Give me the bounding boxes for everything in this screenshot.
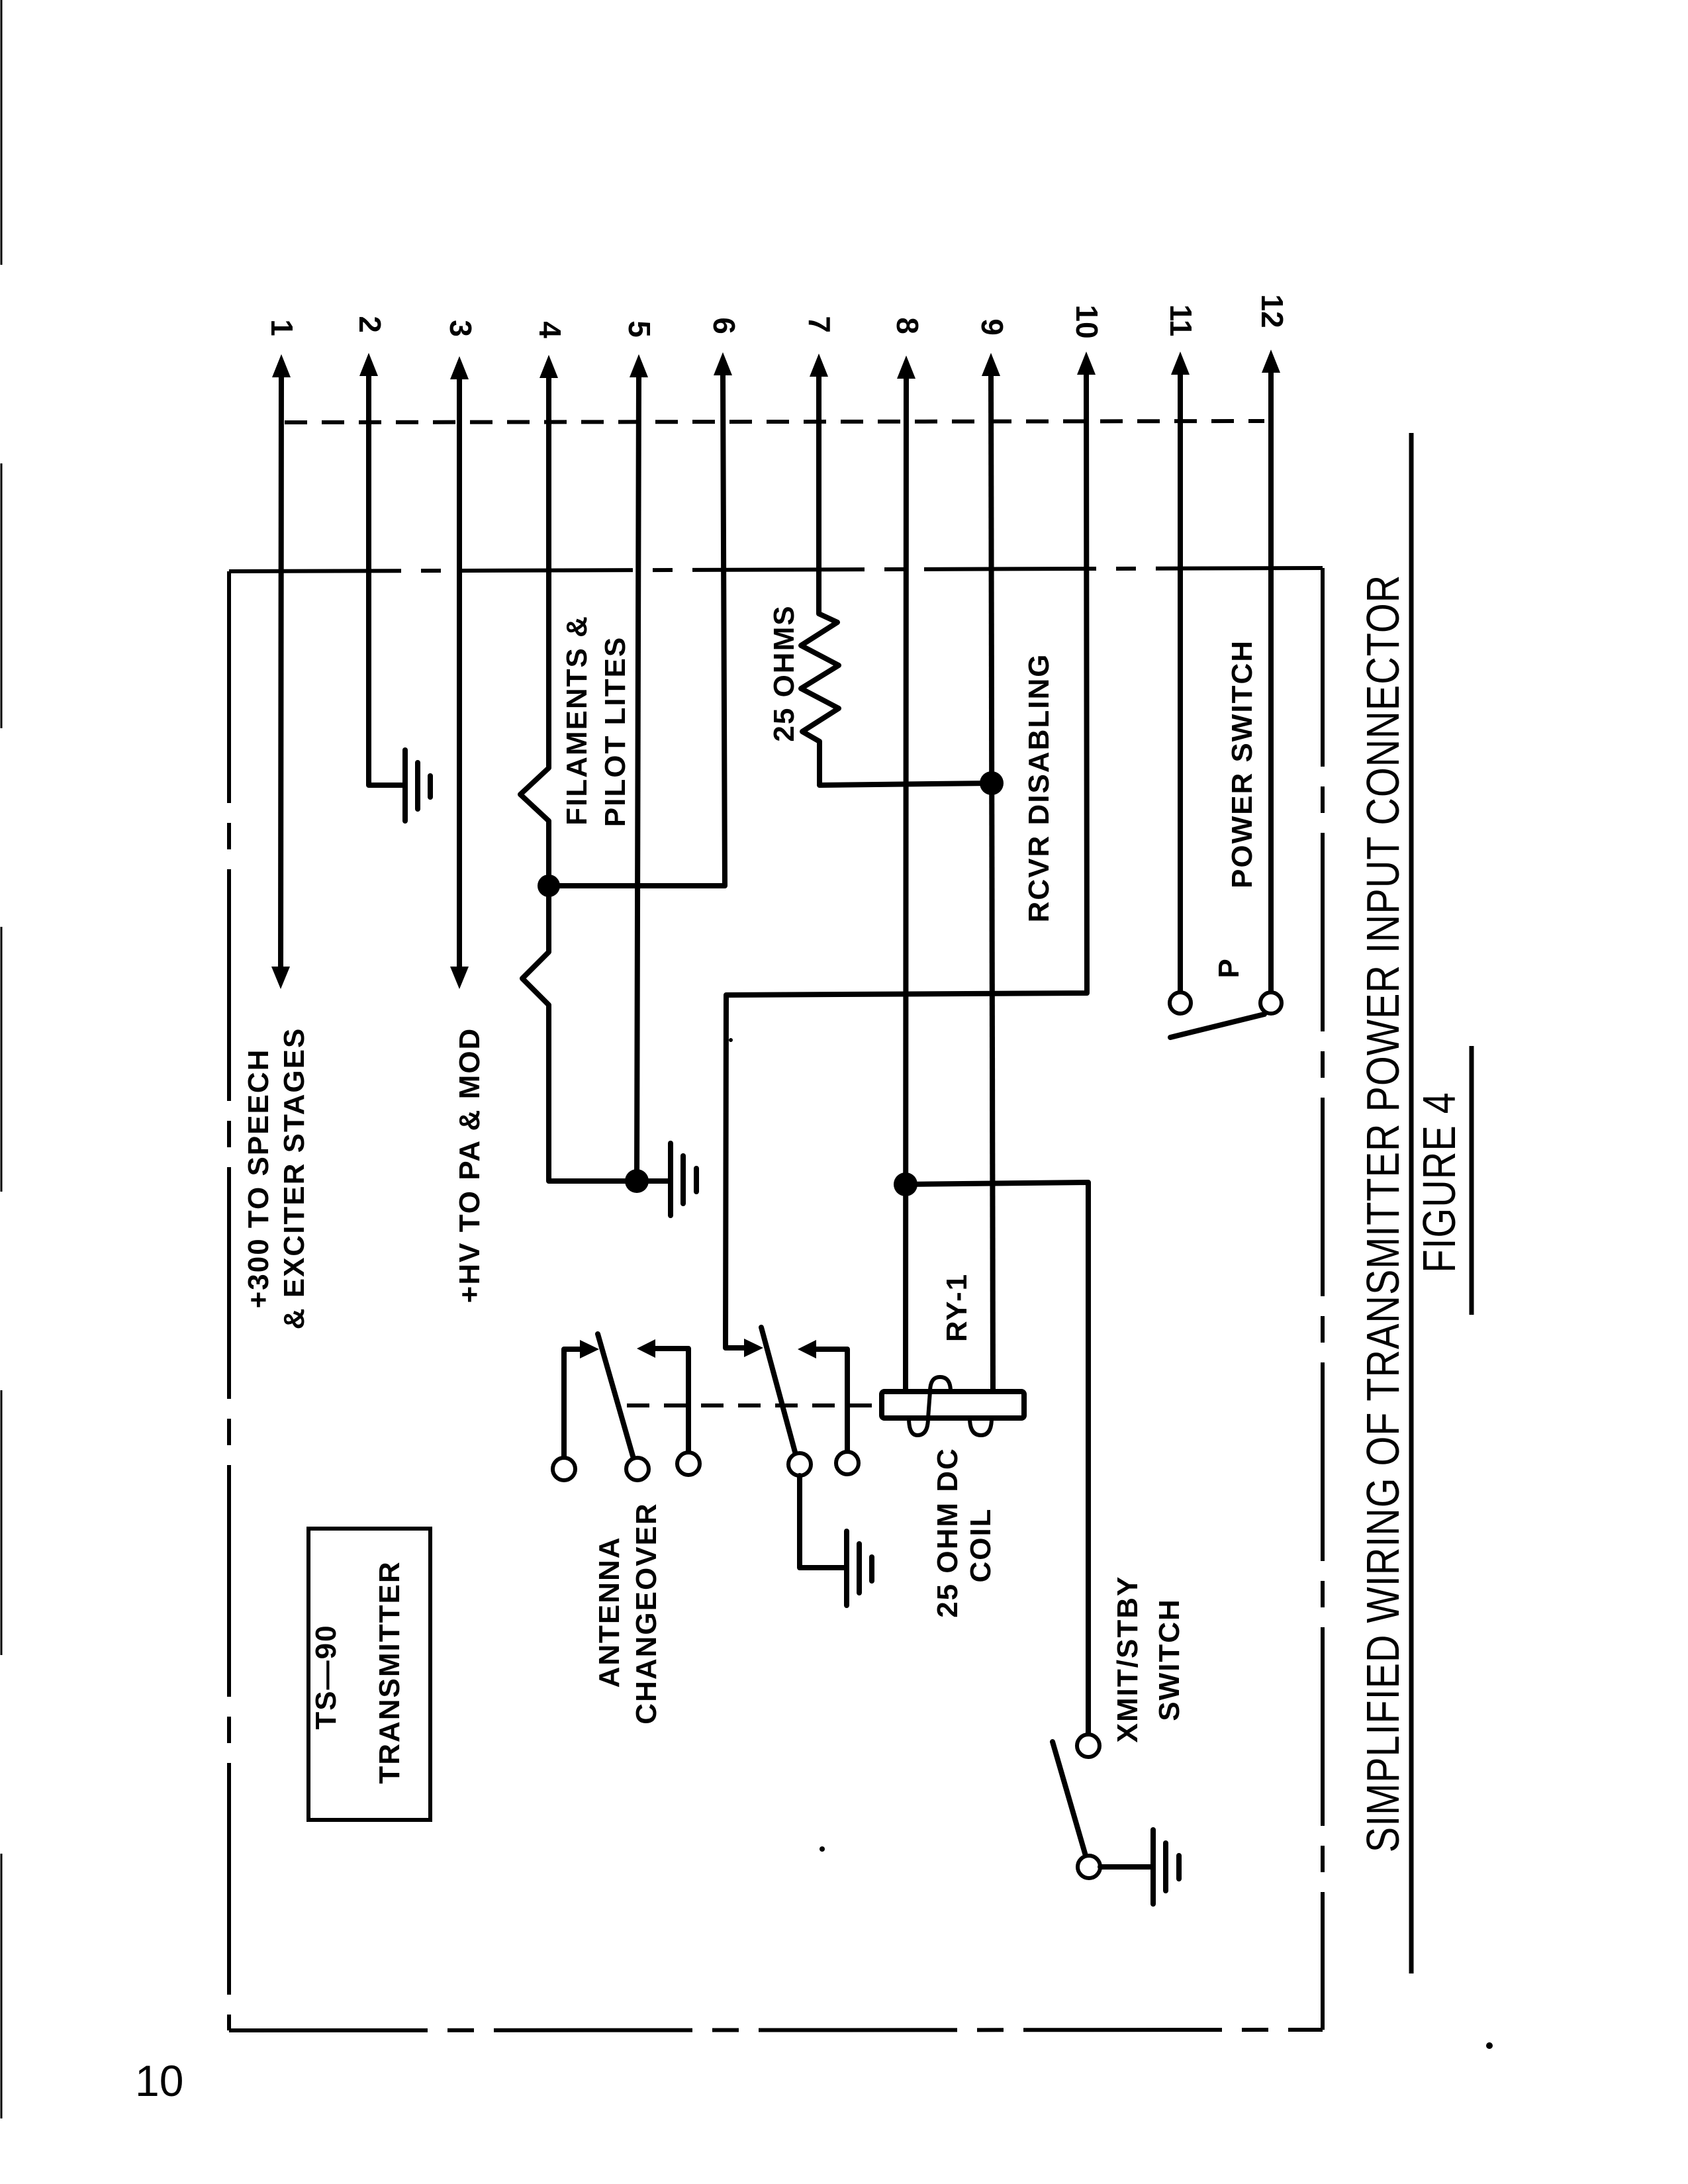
arrowhead-pin-9 (982, 353, 1000, 376)
pin-arrowheads (272, 350, 1280, 379)
page-number: 10 (135, 2056, 183, 2105)
antenna-changeover-switch (551, 1331, 702, 1482)
pin-3-wire (450, 375, 469, 989)
pin-9-wire (980, 372, 1004, 1394)
junction-pin-4-5 (625, 1169, 649, 1193)
power-switch-blade (1168, 1012, 1267, 1040)
label-plus-300: +300 TO SPEECH (242, 1049, 275, 1309)
antenna-terminal-1 (551, 1456, 577, 1482)
ground-symbol-relay (844, 1529, 874, 1608)
pin-number-2: 2 (353, 316, 387, 333)
pin-8-wire (894, 375, 1091, 1736)
label-antenna: ANTENNA (593, 1536, 626, 1687)
pin-1-wire (271, 371, 290, 989)
arrowhead-pin-1 (272, 354, 291, 377)
pin-5-wire (625, 373, 699, 1218)
arrowhead-pin-5 (630, 354, 648, 377)
unit-type: TRANSMITTER (373, 1560, 406, 1783)
power-switch (1168, 990, 1284, 1040)
pin-6-wire (546, 371, 727, 888)
pin-number-8: 8 (890, 317, 925, 334)
relay-contact-terminal-common (786, 1451, 813, 1478)
label-filaments: FILAMENTS & (561, 615, 593, 826)
figure-caption: SIMPLIFIED WIRING OF TRANSMITTER POWER I… (1357, 433, 1474, 1973)
pin-number-9: 9 (975, 318, 1009, 336)
label-exciter-stages: & EXCITER STAGES (278, 1027, 310, 1330)
arrowhead-pin-11 (1171, 352, 1190, 375)
ground-symbol-pin-2 (402, 747, 433, 824)
arrowhead-pin-7 (810, 354, 828, 377)
figure-number: FIGURE 4 (1413, 1092, 1465, 1272)
power-switch-terminal-11 (1168, 990, 1193, 1016)
label-xmit-stby: XMIT/STBY (1111, 1576, 1144, 1743)
arrowhead-pin-4 (539, 355, 558, 378)
arrowhead-pin-2 (359, 353, 378, 376)
arrowhead-pin-12 (1262, 350, 1280, 373)
xmit-terminal-lower (1076, 1854, 1102, 1880)
label-coil-2: COIL (964, 1507, 997, 1582)
diagram-labels: +300 TO SPEECH & EXCITER STAGES +HV TO P… (242, 604, 1258, 1742)
pin-number-12: 12 (1255, 294, 1289, 328)
label-relay-ref: RY-1 (941, 1273, 973, 1342)
label-changeover: CHANGEOVER (630, 1502, 663, 1724)
relay-contact-switch (744, 1325, 874, 1608)
arrowhead-pin-10 (1077, 352, 1096, 375)
ts90-label-box: TS—90 TRANSMITTER (306, 1527, 432, 1822)
transmitter-enclosure (227, 566, 1325, 2032)
label-pilot-lites: PILOT LITES (599, 636, 632, 827)
connector-dashed-line (284, 419, 1265, 424)
pin-number-4: 4 (533, 321, 567, 338)
unit-name: TS—90 (310, 1624, 342, 1729)
xmit-stby-switch (1050, 1733, 1182, 1907)
pin-number-7: 7 (802, 316, 837, 333)
label-resistor: 25 OHMS (768, 604, 800, 741)
pin-7-wire (798, 372, 994, 788)
pin-2-wire (366, 371, 433, 824)
arrowhead-pin-8 (897, 356, 915, 379)
pin-number-1: 1 (265, 319, 299, 336)
relay-coil (879, 1375, 1027, 1437)
ground-symbol-pin-5 (668, 1141, 699, 1218)
pin-number-5: 5 (622, 320, 657, 338)
junction-pin-8 (894, 1172, 917, 1196)
junction-pin-9 (980, 771, 1004, 795)
label-hv: +HV TO PA & MOD (453, 1027, 486, 1304)
xmit-terminal-upper (1075, 1733, 1102, 1759)
figure-title: SIMPLIFIED WIRING OF TRANSMITTER POWER I… (1357, 575, 1409, 1852)
label-power-switch: POWER SWITCH (1226, 640, 1258, 888)
label-xmit-switch: SWITCH (1153, 1598, 1186, 1721)
pin-number-10: 10 (1070, 305, 1104, 338)
antenna-terminal-2 (624, 1456, 651, 1482)
antenna-terminal-3 (675, 1450, 702, 1477)
label-power-switch-ref: P (1213, 957, 1245, 978)
label-coil: 25 OHM DC (931, 1447, 964, 1618)
pin-10-wire (723, 371, 1090, 1351)
relay-contact-terminal-2 (834, 1450, 861, 1476)
pin-number-3: 3 (444, 320, 478, 337)
power-switch-terminal-12 (1258, 990, 1284, 1016)
arrowhead-pin-6 (714, 352, 732, 375)
label-rcvr-disabling: RCVR DISABLING (1023, 653, 1055, 923)
scan-specks (729, 1038, 1493, 2049)
pin-number-11: 11 (1164, 305, 1198, 337)
arrowhead-pin-3 (450, 356, 469, 379)
ground-symbol-xmit (1150, 1827, 1182, 1907)
pin-numbers: 1 2 3 4 5 6 7 8 9 10 11 12 (265, 294, 1289, 338)
pin-number-6: 6 (707, 317, 741, 334)
xmit-switch-blade (1050, 1739, 1088, 1858)
